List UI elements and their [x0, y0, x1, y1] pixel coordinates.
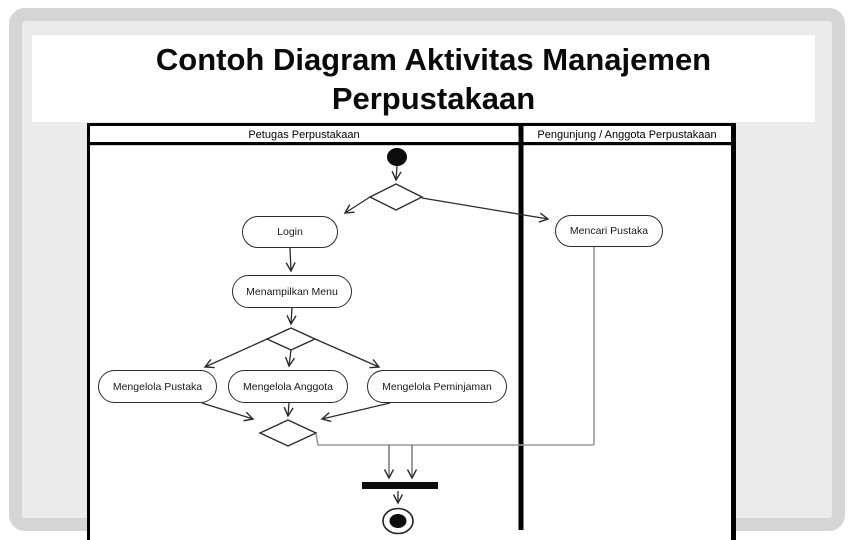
control-nodes	[258, 183, 424, 447]
join-bar	[362, 482, 438, 489]
activity-login: Login	[242, 216, 338, 248]
edge-menu-to-decision2	[291, 307, 292, 324]
decision-node-2	[265, 327, 317, 351]
flow-arrows	[201, 165, 548, 503]
activity-mengelola-anggota: Mengelola Anggota	[228, 370, 348, 403]
edge-login-to-menu	[290, 247, 291, 271]
lane-header-underline	[90, 142, 732, 146]
activity-mencari-pustaka: Mencari Pustaka	[555, 215, 663, 247]
lane-header-pengunjung: Pengunjung / Anggota Perpustakaan	[523, 126, 731, 143]
activity-mengelola-peminjaman: Mengelola Peminjaman	[367, 370, 507, 403]
activity-mengelola-pustaka: Mengelola Pustaka	[98, 370, 217, 403]
edge-decision2-to-pustaka	[205, 338, 268, 367]
diagram-canvas	[90, 126, 732, 535]
lane-header-pengunjung-label: Pengunjung / Anggota Perpustakaan	[537, 128, 717, 141]
lane-divider	[518, 126, 524, 530]
final-node-inner	[389, 514, 407, 528]
edge-pustaka-to-merge	[201, 402, 253, 419]
slide-title-block: Contoh Diagram Aktivitas Manajemen Perpu…	[32, 35, 815, 122]
slide-title-line-2: Perpustakaan	[331, 80, 536, 116]
edge-peminjaman-to-merge	[322, 402, 391, 419]
edge-decision1-to-login	[345, 196, 371, 213]
merge-node	[258, 419, 318, 447]
start-node	[387, 148, 407, 166]
slide-title-line-1: Contoh Diagram Aktivitas Manajemen	[155, 41, 712, 77]
lane-header-petugas: Petugas Perpustakaan	[90, 126, 518, 143]
edge-decision1-to-mencari	[421, 197, 548, 219]
edge-decision2-to-peminjaman	[314, 338, 379, 367]
edge-anggota-to-merge	[288, 402, 289, 416]
edge-start-to-decision1	[396, 165, 397, 180]
decision-node-1	[368, 183, 424, 211]
activity-diagram-panel: Petugas Perpustakaan Pengunjung / Anggot…	[87, 123, 736, 540]
activity-menampilkan-menu: Menampilkan Menu	[232, 275, 352, 308]
lane-header-petugas-label: Petugas Perpustakaan	[248, 128, 360, 141]
gray-connectors	[315, 247, 595, 446]
edge-decision2-to-anggota	[289, 349, 291, 366]
join-drop-arrows	[389, 445, 412, 478]
edge-merge-to-join	[315, 433, 594, 446]
